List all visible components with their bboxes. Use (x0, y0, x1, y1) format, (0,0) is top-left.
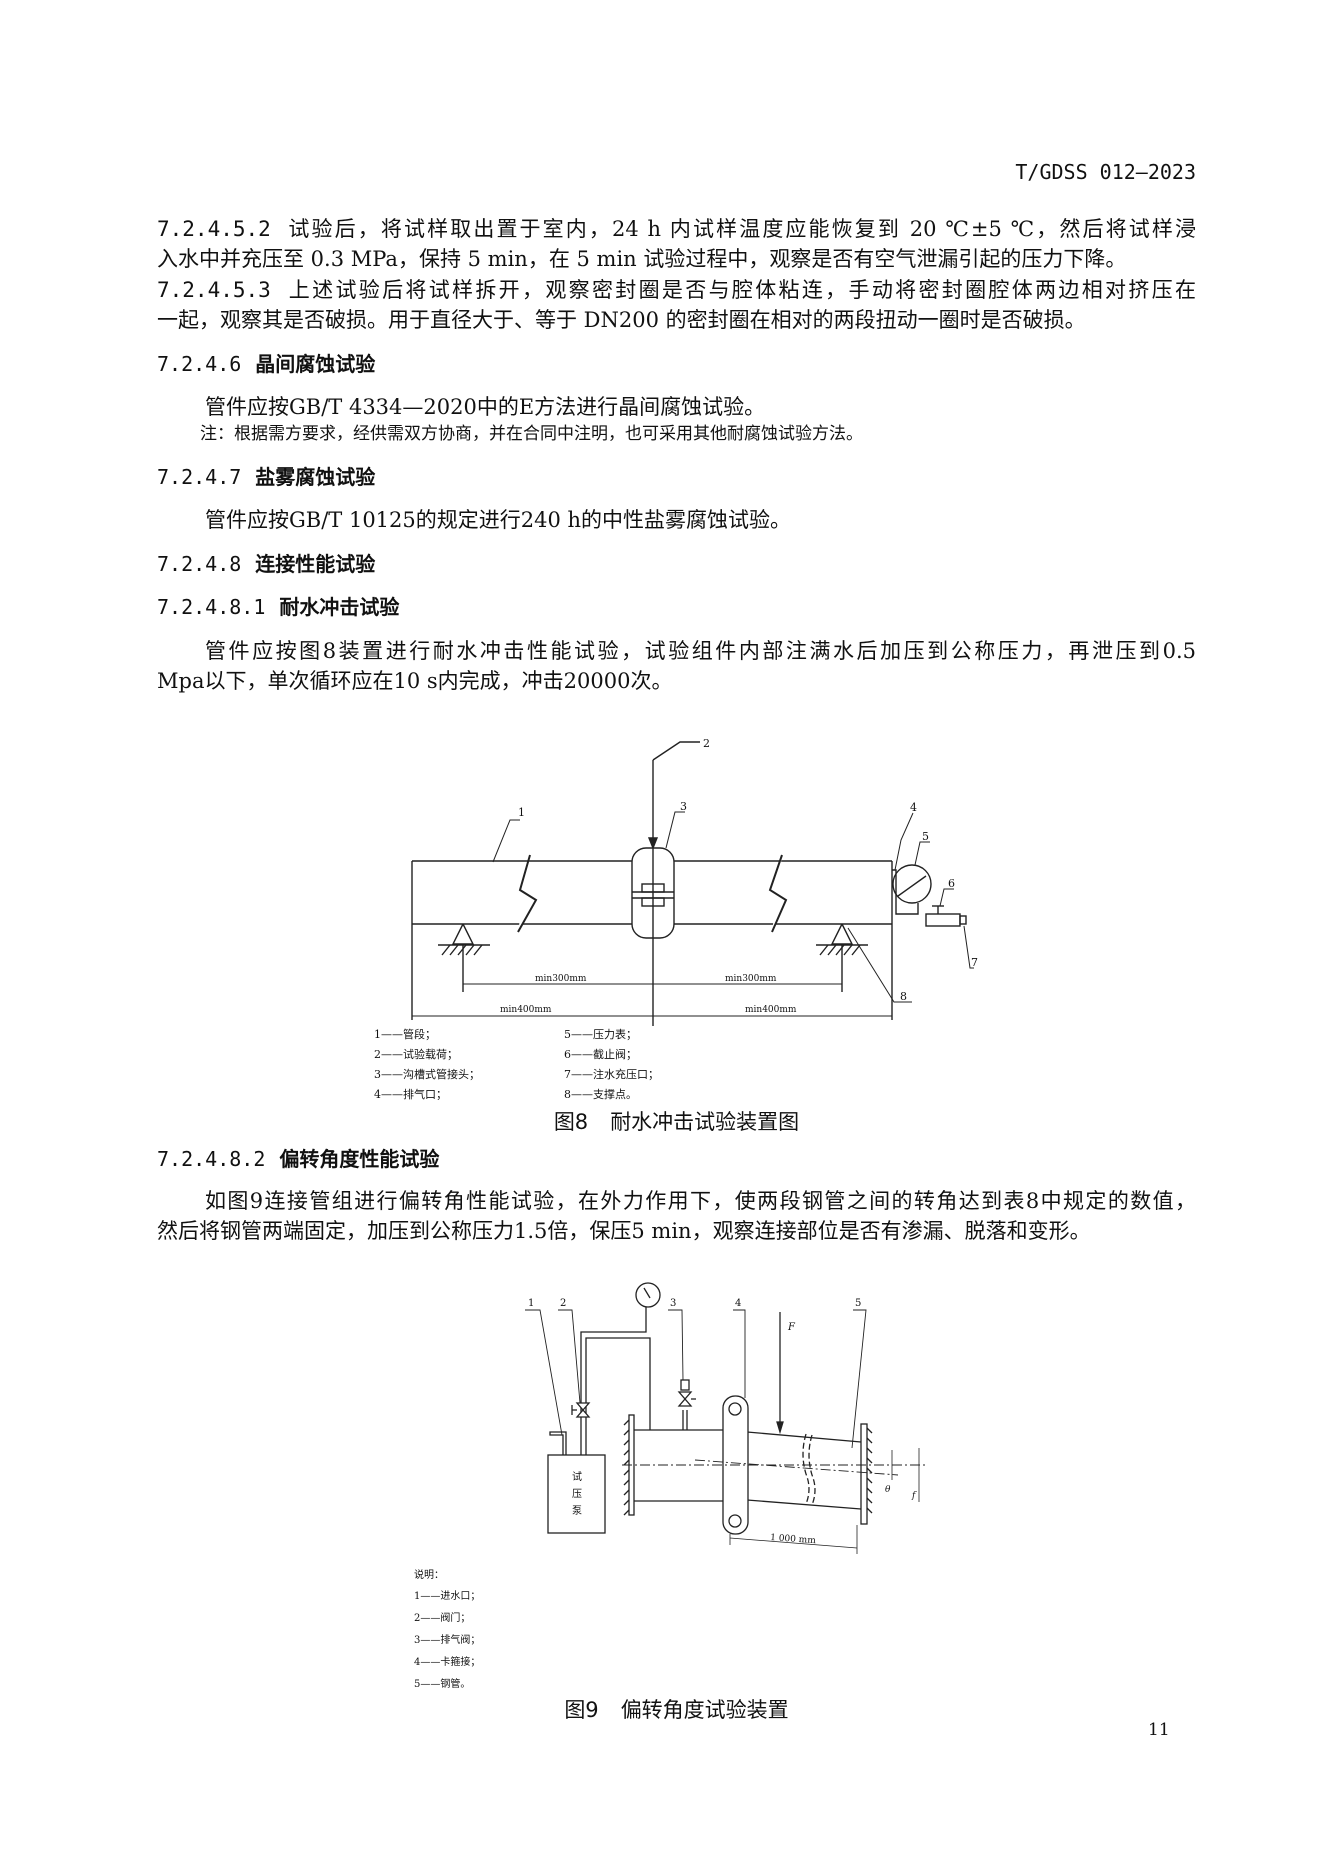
paragraph-72482-line1: 如图9连接管组进行偏转角性能试验，在外力作用下，使两段钢管之间的转角达到表8中规… (205, 1189, 1196, 1213)
valve-2 (575, 1402, 591, 1418)
callout-3: 3 (680, 800, 687, 813)
heading-number: 7.2.4.7 (157, 465, 242, 489)
callout-8: 8 (900, 990, 907, 1003)
paragraph-72481-line1: 管件应按图8装置进行耐水冲击性能试验，试验组件内部注满水后加压到公称压力，再泄压… (205, 639, 1196, 663)
paragraph-72481-line2: Mpa以下，单次循环应在10 s内完成，冲击20000次。 (157, 669, 673, 693)
callout-7: 7 (971, 956, 978, 969)
valve-3 (677, 1391, 693, 1407)
pump-label: 压 (572, 1488, 582, 1500)
dim-inner-left: min300mm (535, 974, 587, 984)
legend-item: 1——进水口； (414, 1590, 480, 1602)
legend-item: 1——管段； (374, 1027, 436, 1041)
document-id-header: T/GDSS 012—2023 (1015, 160, 1196, 184)
note-7246: 注：根据需方要求，经供需双方协商，并在合同中注明，也可采用其他耐腐蚀试验方法。 (200, 424, 863, 444)
legend-item: 2——阀门； (414, 1611, 470, 1624)
legend-item: 5——压力表； (564, 1027, 637, 1041)
legend-item: 4——卡箍接； (414, 1655, 480, 1668)
pump-label: 泵 (572, 1505, 582, 1517)
callout-2: 2 (560, 1298, 566, 1309)
paragraph-72452-line1: 7.2.4.5.2 试验后，将试样取出置于室内，24 h 内试样温度应能恢复到 … (157, 214, 1196, 244)
offset-label: f (911, 1491, 917, 1501)
force-arrow (776, 1421, 784, 1435)
clause-text: 上述试验后将试样拆开，观察密封圈是否与腔体粘连，手动将密封圈腔体两边相对挤压在 (288, 278, 1196, 302)
legend-item: 2——试验载荷； (374, 1047, 458, 1061)
callout-4: 4 (910, 801, 917, 814)
heading-7247: 7.2.4.7 盐雾腐蚀试验 (157, 462, 375, 492)
heading-72482: 7.2.4.8.2 偏转角度性能试验 (157, 1144, 439, 1174)
steel-pipe (746, 1431, 862, 1443)
heading-title: 偏转角度性能试验 (279, 1147, 440, 1171)
paragraph-72453-line2: 一起，观察其是否破损。用于直径大于、等于 DN200 的密封圈在相对的两段扭动一… (157, 308, 1086, 332)
heading-title: 盐雾腐蚀试验 (255, 465, 376, 489)
dim-inner-right: min300mm (725, 974, 777, 984)
legend-item: 5——钢管。 (414, 1677, 470, 1690)
water-inlet (549, 1431, 567, 1455)
page-number: 11 (1148, 1720, 1170, 1740)
heading-title: 连接性能试验 (255, 552, 376, 576)
callout-1: 1 (518, 806, 525, 819)
figure-9-caption: 图9 偏转角度试验装置 (157, 1694, 1196, 1724)
caption-number: 图9 (564, 1698, 599, 1722)
water-inlet (959, 915, 967, 925)
caption-title: 耐水冲击试验装置图 (610, 1110, 800, 1134)
pipe-segment (411, 854, 893, 933)
dim-outer-left: min400mm (500, 1005, 552, 1015)
callout-4: 4 (735, 1298, 741, 1309)
caption-number: 图8 (553, 1110, 589, 1134)
paragraph-72453-line1: 7.2.4.5.3 上述试验后将试样拆开，观察密封圈是否与腔体粘连，手动将密封圈… (157, 275, 1196, 305)
load-arrow (647, 837, 659, 850)
legend-item: 4——排气口； (374, 1087, 447, 1100)
legend-item: 8——支撑点。 (564, 1087, 637, 1100)
pressure-gauge (892, 864, 932, 904)
heading-7246: 7.2.4.6 晶间腐蚀试验 (157, 349, 375, 379)
paragraph-7247: 管件应按GB/T 10125的规定进行240 h的中性盐雾腐蚀试验。 (205, 508, 792, 532)
paragraph-72452-line2: 入水中并充压至 0.3 MPa，保持 5 min，在 5 min 试验过程中，观… (157, 247, 1127, 271)
callout-5: 5 (855, 1298, 861, 1309)
test-pump (547, 1454, 606, 1534)
clause-number: 7.2.4.5.3 (157, 278, 271, 302)
dim-outer-right: min400mm (745, 1005, 797, 1015)
clause-text: 试验后，将试样取出置于室内，24 h 内试样温度应能恢复到 20 ℃±5 ℃，然… (288, 217, 1196, 241)
callout-2: 2 (703, 737, 710, 750)
heading-number: 7.2.4.8.1 (157, 595, 266, 619)
callout-6: 6 (948, 877, 955, 890)
paragraph-72482-line2: 然后将钢管两端固定，加压到公称压力1.5倍，保压5 min，观察连接部位是否有渗… (157, 1219, 1091, 1243)
callout-1: 1 (528, 1298, 534, 1309)
callout-5: 5 (922, 830, 929, 843)
right-flange (860, 1423, 868, 1525)
legend-item: 6——截止阀； (564, 1047, 637, 1061)
legend-item: 3——沟槽式管接头； (374, 1067, 480, 1081)
callout-3: 3 (670, 1298, 676, 1309)
pump-label: 试 (572, 1470, 582, 1483)
figure-8-caption: 图8 耐水冲击试验装置图 (157, 1106, 1196, 1136)
legend-title: 说明： (414, 1568, 444, 1581)
stop-valve (925, 913, 961, 927)
clause-number: 7.2.4.5.2 (157, 217, 271, 241)
heading-title: 耐水冲击试验 (279, 595, 400, 619)
support-right (830, 923, 854, 945)
heading-72481: 7.2.4.8.1 耐水冲击试验 (157, 592, 399, 622)
heading-title: 晶间腐蚀试验 (255, 352, 376, 376)
dimension-label: 1 000 mm (770, 1533, 817, 1546)
heading-number: 7.2.4.6 (157, 352, 242, 376)
legend-item: 3——排气阀； (414, 1633, 480, 1646)
support-left (451, 923, 475, 945)
heading-number: 7.2.4.8 (157, 552, 242, 576)
figure-9-diagram: 1 2 3 4 5 F θ f 试 压 泵 1 000 mm 说明： 1——进水… (414, 1282, 925, 1690)
angle-label: θ (885, 1485, 891, 1495)
legend-item: 7——注水充压口； (564, 1067, 659, 1081)
paragraph-7246: 管件应按GB/T 4334—2020中的E方法进行晶间腐蚀试验。 (205, 395, 766, 419)
heading-7248: 7.2.4.8 连接性能试验 (157, 549, 375, 579)
figure-8-diagram: 1 2 3 4 5 6 7 8 min300mm min300mm min400… (374, 737, 978, 1100)
heading-number: 7.2.4.8.2 (157, 1147, 266, 1171)
caption-title: 偏转角度试验装置 (620, 1698, 789, 1722)
force-label: F (787, 1322, 796, 1333)
